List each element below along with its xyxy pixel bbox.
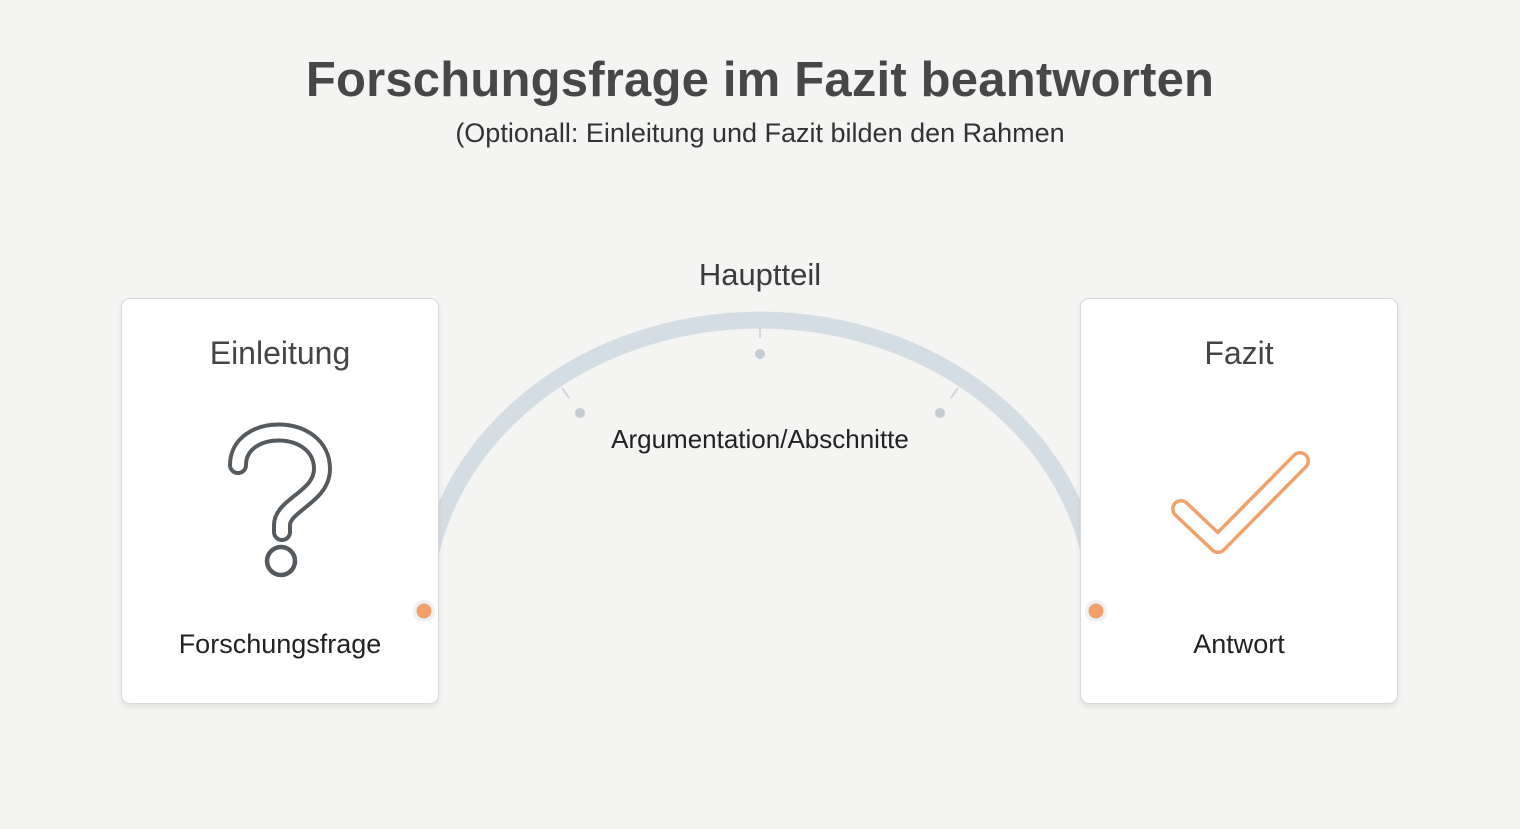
question-mark-icon bbox=[228, 422, 332, 578]
einleitung-heading: Einleitung bbox=[209, 335, 351, 371]
antwort-label: Antwort bbox=[1193, 629, 1285, 659]
fazit-card: Fazit Antwort bbox=[1080, 298, 1398, 704]
argumentation-label: Argumentation/Abschnitte bbox=[611, 424, 909, 454]
arc-path bbox=[415, 311, 1105, 619]
forschungsfrage-label: Forschungsfrage bbox=[178, 629, 382, 659]
arc-dot-right bbox=[935, 408, 945, 418]
arc-dot-left bbox=[575, 408, 585, 418]
diagram-subtitle: (Optionall: Einleitung und Fazit bilden … bbox=[455, 118, 1065, 148]
arc-start-dot-inner bbox=[416, 603, 432, 619]
diagram-title: Forschungsfrage im Fazit beantworten bbox=[305, 53, 1215, 107]
arc-dot-top bbox=[755, 349, 765, 359]
fazit-heading: Fazit bbox=[1204, 335, 1274, 371]
arc-end-dot-inner bbox=[1088, 603, 1104, 619]
arc-tick-right bbox=[950, 387, 959, 399]
hauptteil-label: Hauptteil bbox=[698, 257, 822, 292]
einleitung-card: Einleitung Forschungsfrage bbox=[121, 298, 439, 704]
arc-tick-left bbox=[561, 387, 570, 399]
checkmark-icon bbox=[1171, 451, 1310, 554]
